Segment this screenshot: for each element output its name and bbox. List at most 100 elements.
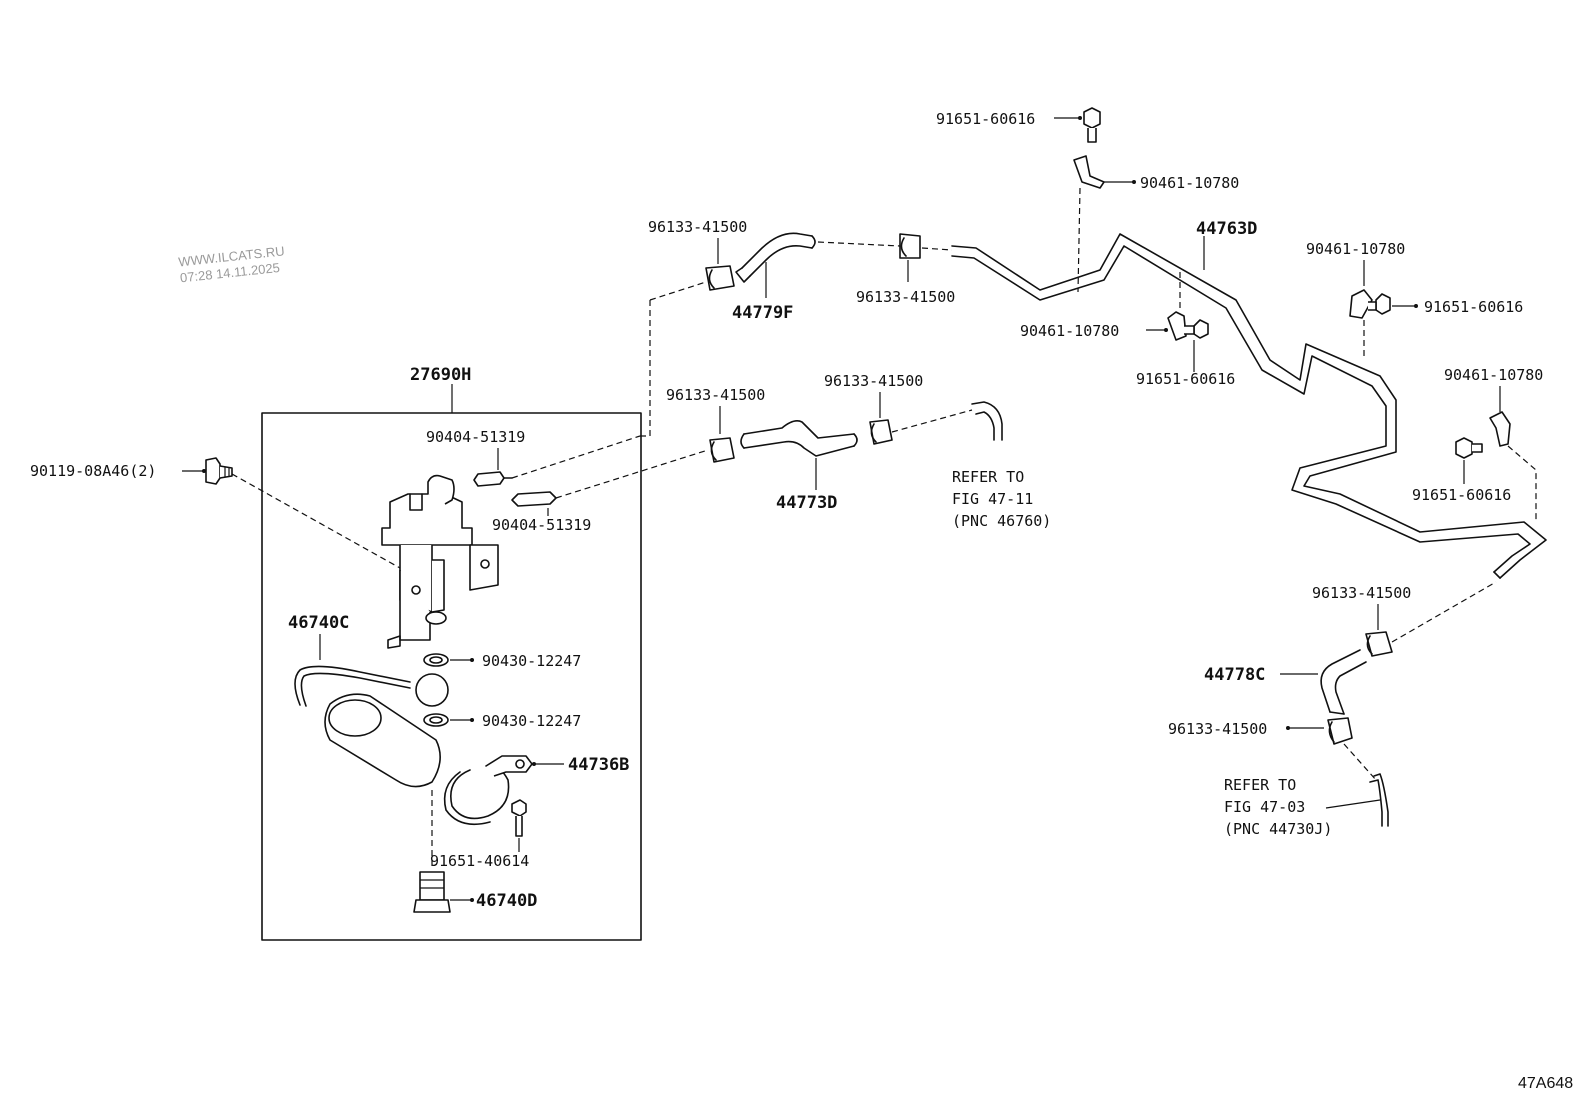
- clamp-90461-r2: 90461-10780: [1444, 366, 1543, 520]
- label-44778C[interactable]: 44778C: [1204, 665, 1265, 685]
- label-44779F[interactable]: 44779F: [732, 303, 793, 323]
- label-44763D[interactable]: 44763D: [1196, 219, 1257, 239]
- label-96133-41500-d[interactable]: 96133-41500: [824, 372, 923, 390]
- gasket-90430-b: 90430-12247: [423, 712, 581, 730]
- hose-icon: [743, 420, 855, 439]
- label-96133-41500-a[interactable]: 96133-41500: [648, 218, 747, 236]
- hose-44778C: 44778C: [1204, 649, 1367, 715]
- clip-96133-f: 96133-41500: [1168, 717, 1377, 781]
- label-46740C[interactable]: 46740C: [288, 613, 349, 633]
- valve-body-icon: [381, 493, 473, 546]
- valve-bracket-icon: [399, 570, 431, 641]
- ref2-line1: REFER TO: [1224, 776, 1296, 794]
- label-90430-12247-a[interactable]: 90430-12247: [482, 652, 581, 670]
- pipe-line-icon: [951, 233, 1547, 579]
- bolt-91651-r2: 91651-60616: [1412, 437, 1511, 504]
- ref1-line3: (PNC 46760): [952, 512, 1051, 530]
- hose-clip-icon: [899, 233, 921, 259]
- bolt-icon: [1083, 107, 1101, 129]
- hose-44773D: 44773D: [740, 420, 858, 513]
- label-44736B[interactable]: 44736B: [568, 755, 629, 775]
- ref1-line2: FIG 47-11: [952, 490, 1033, 508]
- label-91651-60616-mid[interactable]: 91651-60616: [1136, 370, 1235, 388]
- filter-46740C: 46740C: [288, 613, 449, 788]
- clamp-90461-mid: 90461-10780: [1020, 272, 1187, 341]
- hose-clip-icon: [705, 265, 735, 291]
- pipe-44763D: 44763D: [951, 219, 1547, 579]
- pipe-clamp-icon: [1167, 311, 1187, 341]
- hose-clip-icon: [869, 419, 893, 445]
- nipple-90404-a: 90404-51319: [426, 428, 641, 487]
- watermark: WWW.ILCATS.RU 07:28 14.11.2025: [178, 243, 286, 285]
- dash-90119: [231, 473, 401, 569]
- bolt-91651-40614: 91651-40614: [430, 799, 529, 870]
- label-91651-60616-r2[interactable]: 91651-60616: [1412, 486, 1511, 504]
- filter-pipe-icon: [294, 665, 411, 706]
- nipple-90404-b: 90404-51319: [492, 449, 709, 534]
- clip-96133-c: 96133-41500: [666, 386, 765, 463]
- bolt-91651-r1: 91651-60616: [1368, 293, 1523, 316]
- clamp-90461-r1: 90461-10780: [1306, 240, 1405, 360]
- bolt-icon: [1375, 293, 1391, 315]
- label-90461-10780-mid[interactable]: 90461-10780: [1020, 322, 1119, 340]
- label-96133-41500-f[interactable]: 96133-41500: [1168, 720, 1267, 738]
- clip-96133-e: 96133-41500: [1312, 581, 1497, 657]
- hose-clip-icon: [1327, 717, 1353, 745]
- pipe-clamp-icon: [1349, 289, 1373, 319]
- label-96133-41500-c[interactable]: 96133-41500: [666, 386, 765, 404]
- label-46740D[interactable]: 46740D: [476, 891, 537, 911]
- bolt-91651-top: 91651-60616: [936, 107, 1101, 143]
- label-90430-12247-b[interactable]: 90430-12247: [482, 712, 581, 730]
- ref-fig-47-11: REFER TO FIG 47-11 (PNC 46760): [952, 401, 1051, 530]
- hose-clip-icon: [1365, 631, 1393, 657]
- pipe-clamp-icon: [1489, 411, 1511, 447]
- hose-end-icon: [1373, 773, 1389, 827]
- clip-96133-d: 96133-41500: [824, 372, 973, 445]
- gasket-icon: [423, 713, 449, 727]
- bolt-91651-mid: 91651-60616: [1136, 319, 1235, 388]
- label-90404-51319-b[interactable]: 90404-51319: [492, 516, 591, 534]
- label-27690H[interactable]: 27690H: [410, 365, 471, 385]
- ref-fig-47-03: REFER TO FIG 47-03 (PNC 44730J): [1224, 773, 1389, 838]
- label-91651-60616-r1[interactable]: 91651-60616: [1424, 298, 1523, 316]
- label-90119-08A46[interactable]: 90119-08A46(2): [30, 462, 156, 480]
- bolt-90119: 90119-08A46(2): [30, 457, 401, 569]
- union-bolt-46740D: 46740D: [413, 790, 537, 913]
- clamp-90461-top: 90461-10780: [1073, 155, 1239, 293]
- nipple-icon: [511, 491, 557, 507]
- label-91651-40614[interactable]: 91651-40614: [430, 852, 529, 870]
- hose-icon: [741, 232, 813, 269]
- ref2-line3: (PNC 44730J): [1224, 820, 1332, 838]
- nipple-icon: [473, 471, 505, 487]
- filter-canister-icon: [324, 693, 441, 788]
- ref1-line1: REFER TO: [952, 468, 1024, 486]
- label-96133-41500-e[interactable]: 96133-41500: [1312, 584, 1411, 602]
- bolt-head-icon: [205, 457, 221, 485]
- hose-end-icon: [971, 401, 1003, 441]
- bolt-icon: [1455, 437, 1473, 459]
- union-bolt-icon: [419, 871, 445, 901]
- assembly-27690H: 27690H: [261, 365, 642, 941]
- figure-code: 47A648: [1518, 1075, 1573, 1092]
- label-96133-41500-b[interactable]: 96133-41500: [856, 288, 955, 306]
- label-44773D[interactable]: 44773D: [776, 493, 837, 513]
- hose-icon: [1320, 649, 1361, 713]
- label-91651-60616-top[interactable]: 91651-60616: [936, 110, 1035, 128]
- label-90461-10780-r1[interactable]: 90461-10780: [1306, 240, 1405, 258]
- clip-96133-a: 96133-41500: [640, 218, 747, 437]
- clamp-44736B: 44736B: [443, 755, 629, 826]
- ref2-line2: FIG 47-03: [1224, 798, 1305, 816]
- label-90461-10780-top[interactable]: 90461-10780: [1140, 174, 1239, 192]
- gasket-icon: [423, 653, 449, 667]
- label-90404-51319-a[interactable]: 90404-51319: [426, 428, 525, 446]
- hose-44779F: 44779F: [732, 232, 901, 323]
- bolt-icon: [511, 799, 527, 817]
- pipe-clamp-icon: [1073, 155, 1105, 189]
- label-90461-10780-r2[interactable]: 90461-10780: [1444, 366, 1543, 384]
- gasket-90430-a: 90430-12247: [423, 652, 581, 670]
- clip-96133-b: 96133-41500: [856, 233, 955, 306]
- bolt-icon: [1193, 319, 1209, 339]
- union-fitting-icon: [415, 673, 449, 707]
- vacuum-switching-valve: [381, 474, 499, 649]
